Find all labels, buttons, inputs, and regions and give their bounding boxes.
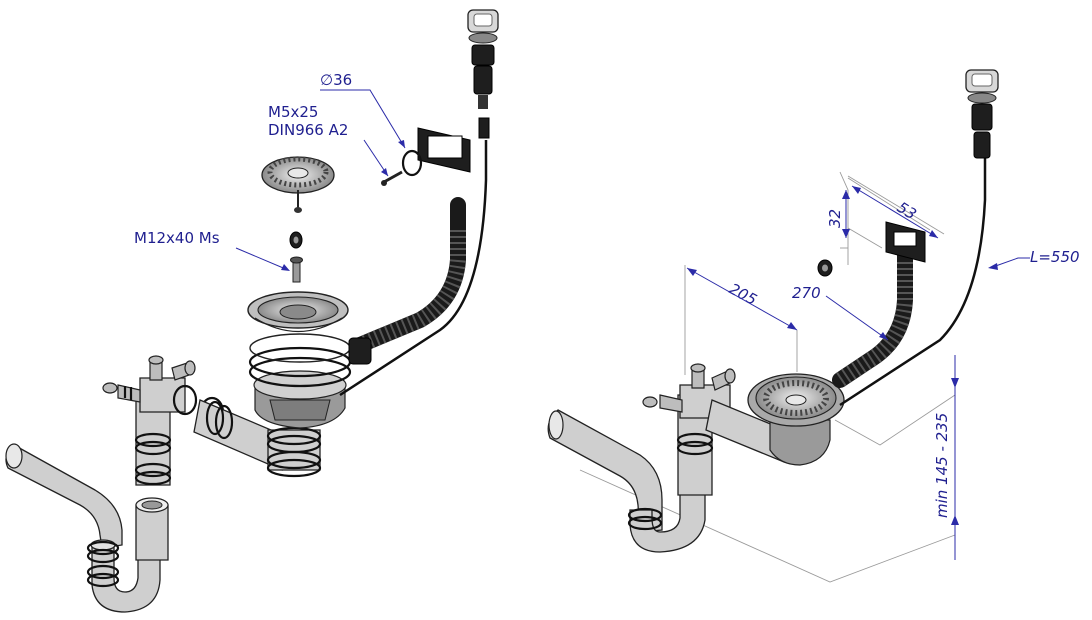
assembled-view: 53 32 205 270 L=550 min 145 - [547, 69, 1080, 583]
connector-pipe-right [705, 399, 831, 466]
overflow-hose-left [348, 197, 466, 365]
dip-tube-left [135, 497, 169, 561]
overflow-hose-right [832, 221, 926, 388]
small-nut-right [817, 259, 833, 277]
overflow-bracket-left [401, 127, 471, 177]
outlet-pipe-right [547, 409, 663, 533]
popup-knob-left [467, 9, 499, 139]
exploded-view: ∅36 M5x25 DIN966 A2 M12x40 Ms [5, 9, 499, 613]
basket-strainer-left [261, 156, 335, 213]
strainer-flange-left [247, 291, 349, 333]
strainer-right [747, 373, 845, 427]
popup-cable-left [339, 140, 488, 397]
diameter-callout: ∅36 [320, 71, 406, 149]
dim-270-label: 270 [792, 284, 821, 302]
diameter-label: ∅36 [320, 71, 352, 89]
bolt-callout: M12x40 Ms [134, 229, 290, 271]
dimension-205: 205 [686, 267, 798, 331]
dim-32-label: 32 [826, 209, 844, 228]
dim-53-label: 53 [894, 198, 920, 223]
dimension-depth: min 145 - 235 [933, 355, 959, 560]
bolt-label: M12x40 Ms [134, 229, 220, 247]
screw-label-line2: DIN966 A2 [268, 121, 348, 139]
outlet-pipe-left [5, 443, 123, 549]
vertical-tube-left [134, 399, 172, 486]
center-bolt-left [290, 256, 303, 283]
mounting-screw-left [381, 170, 403, 186]
connector-pipe-left [193, 399, 322, 478]
dimension-cable-length: L=550 [988, 248, 1080, 270]
dimension-270: 270 [792, 284, 889, 341]
dimension-32: 32 [826, 190, 850, 238]
strainer-body-left [253, 370, 347, 429]
popup-cable-right [839, 155, 987, 407]
screw-label-line1: M5x25 [268, 103, 318, 121]
side-inlet-left [102, 355, 196, 413]
vertical-tube-right [676, 394, 714, 496]
screw-callout: M5x25 DIN966 A2 [268, 103, 389, 177]
cable-length-label: L=550 [1030, 248, 1080, 266]
dim-205-label: 205 [726, 280, 760, 309]
small-nut-left [289, 231, 303, 249]
popup-knob-right [965, 69, 999, 159]
depth-label: min 145 - 235 [933, 413, 951, 518]
